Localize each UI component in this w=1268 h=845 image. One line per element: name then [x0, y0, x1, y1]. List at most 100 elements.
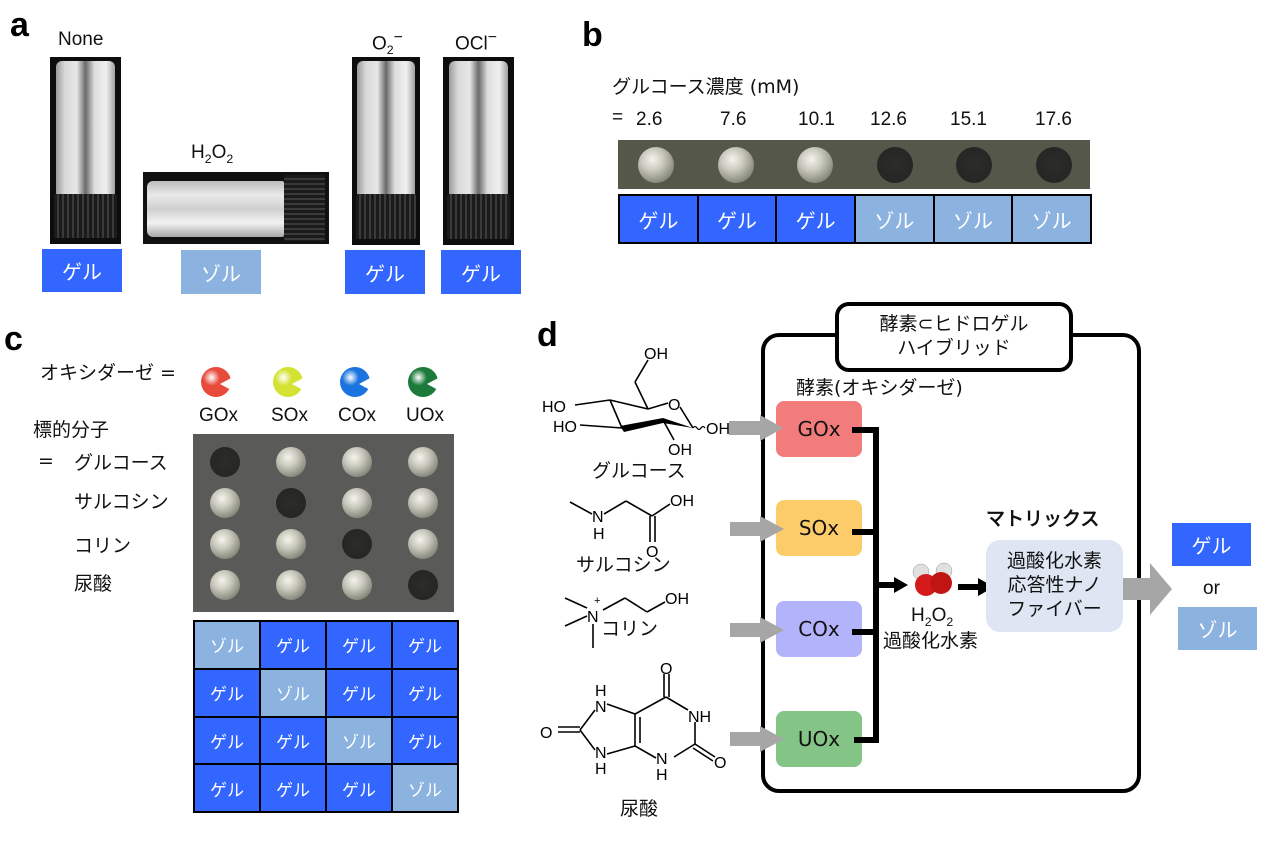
- droplet-plate-photo: [193, 434, 454, 612]
- enzyme-label: UOx: [406, 405, 444, 426]
- gel-droplet: [342, 447, 372, 477]
- gel-droplet: [276, 570, 306, 600]
- enzyme-box-sox: SOx: [776, 500, 862, 556]
- enzyme-box-label: UOx: [797, 727, 841, 751]
- state-cell-gel: ゲル: [393, 717, 457, 764]
- h2o2-molecule-icon: [912, 562, 953, 596]
- droplet-photo-strip: [618, 140, 1090, 189]
- sol-droplet: [276, 488, 306, 518]
- hybrid-title-line1: 酵素⊂ヒドロゲル: [879, 313, 1029, 336]
- atom-label: O: [660, 661, 672, 678]
- atom-label: N: [587, 609, 599, 626]
- atom-label: OH: [668, 442, 692, 459]
- sarcosine-structure: N H OH O: [569, 493, 694, 561]
- gel-droplet: [210, 570, 240, 600]
- h2o2-name: 過酸化水素: [883, 630, 979, 652]
- atom-label: O: [668, 397, 680, 414]
- target-molecule-name: 尿酸: [74, 573, 113, 595]
- state-cell-gel: ゲル: [261, 717, 325, 764]
- gel-droplet: [210, 529, 240, 559]
- sol-droplet: [1035, 147, 1072, 183]
- atom-label: HO: [553, 419, 577, 436]
- gel-droplet: [276, 447, 306, 477]
- output-or-text: or: [1203, 578, 1220, 599]
- vial-photo-none: [50, 57, 121, 244]
- sol-droplet: [210, 447, 240, 477]
- atom-label: OH: [644, 346, 668, 363]
- matrix-label: マトリックス: [986, 508, 1100, 530]
- state-cell-gel: ゲル: [620, 196, 697, 242]
- atom-label: N: [656, 751, 668, 768]
- enzyme-pacman-icon: [408, 367, 440, 397]
- vial-label-hypochlorite: OCl−: [455, 29, 497, 55]
- target-molecule-label: 標的分子: [33, 419, 110, 441]
- matrix-line: ファイバー: [1007, 597, 1102, 620]
- gel-droplet: [408, 488, 438, 518]
- panel-b-letter: b: [582, 16, 603, 54]
- concentration-label: 2.6: [636, 109, 663, 130]
- glucose-state-table: ゲルゲルゲルゾルゾルゾル: [618, 194, 1092, 244]
- concentration-label: 10.1: [798, 109, 835, 130]
- arrow-to-h2o2: [894, 577, 908, 593]
- atom-label: N: [595, 745, 607, 762]
- state-cell-gel: ゲル: [327, 622, 391, 668]
- state-cell-gel: ゲル: [777, 196, 854, 242]
- concentration-label: 12.6: [870, 109, 907, 130]
- state-badge-h2o2: ゾル: [181, 250, 261, 294]
- atom-label: OH: [670, 493, 694, 510]
- molecule-name-choline: コリン: [601, 618, 659, 640]
- atom-label: OH: [665, 591, 689, 608]
- atom-label: N: [592, 509, 604, 526]
- molecule-name-glucose: グルコース: [592, 460, 686, 482]
- matrix-line: 過酸化水素: [1006, 550, 1102, 573]
- enzyme-label: COx: [338, 405, 376, 426]
- panel-d-letter: d: [537, 316, 558, 354]
- state-cell-gel: ゲル: [195, 765, 259, 811]
- molecule-name-uric-acid: 尿酸: [620, 798, 659, 820]
- gel-droplet: [342, 570, 372, 600]
- vial-photo-superoxide: [352, 57, 420, 245]
- atom-label: H: [656, 767, 668, 784]
- state-cell-sol: ゾル: [195, 622, 259, 668]
- enzyme-bus-line: [852, 427, 980, 743]
- state-cell-gel: ゲル: [261, 765, 325, 811]
- atom-label: O: [540, 725, 552, 742]
- state-cell-gel: ゲル: [698, 196, 776, 242]
- state-badge-hypochlorite: ゲル: [441, 250, 521, 294]
- state-cell-gel: ゲル: [393, 622, 457, 668]
- vial-label-h2o2: H2O2: [191, 142, 234, 166]
- enzyme-header: 酵素(オキシダーゼ): [796, 377, 963, 399]
- state-cell-sol: ゾル: [261, 669, 325, 716]
- target-molecule-name: グルコース: [74, 452, 168, 474]
- enzyme-box-uox: UOx: [776, 711, 862, 767]
- input-arrow-choline: [730, 617, 784, 643]
- enzyme-label: GOx: [199, 405, 239, 426]
- enzyme-pacman-icon: [201, 367, 233, 397]
- state-cell-sol: ゾル: [327, 717, 391, 764]
- vial-label-none: None: [58, 29, 104, 50]
- state-badge-superoxide: ゲル: [345, 250, 425, 294]
- concentration-label: 15.1: [950, 109, 987, 130]
- panel-c-letter: c: [4, 320, 23, 358]
- target-equals-sign: =: [38, 450, 54, 472]
- equals-sign: =: [612, 107, 624, 128]
- glucose-structure: OH HO HO O OH OH: [542, 346, 730, 459]
- state-cell-gel: ゲル: [327, 669, 391, 716]
- atom-label: OH: [706, 421, 730, 438]
- sol-droplet: [876, 147, 913, 183]
- atom-label: NH: [688, 709, 711, 726]
- gel-droplet: [408, 529, 438, 559]
- enzyme-box-label: GOx: [797, 417, 841, 441]
- output-arrow: [1119, 563, 1172, 615]
- atom-label: N: [595, 699, 607, 716]
- gel-droplet: [342, 488, 372, 518]
- matrix-line: 応答性ナノ: [1007, 574, 1102, 597]
- state-cell-gel: ゲル: [327, 765, 391, 811]
- molecule-name-sarcosine: サルコシン: [576, 554, 671, 576]
- state-badge-none: ゲル: [42, 249, 122, 292]
- vial-photo-h2o2: [143, 172, 329, 244]
- gel-droplet: [210, 488, 240, 518]
- output-sol-badge: ゾル: [1178, 607, 1257, 650]
- hybrid-title-line2: ハイブリッド: [897, 337, 1011, 359]
